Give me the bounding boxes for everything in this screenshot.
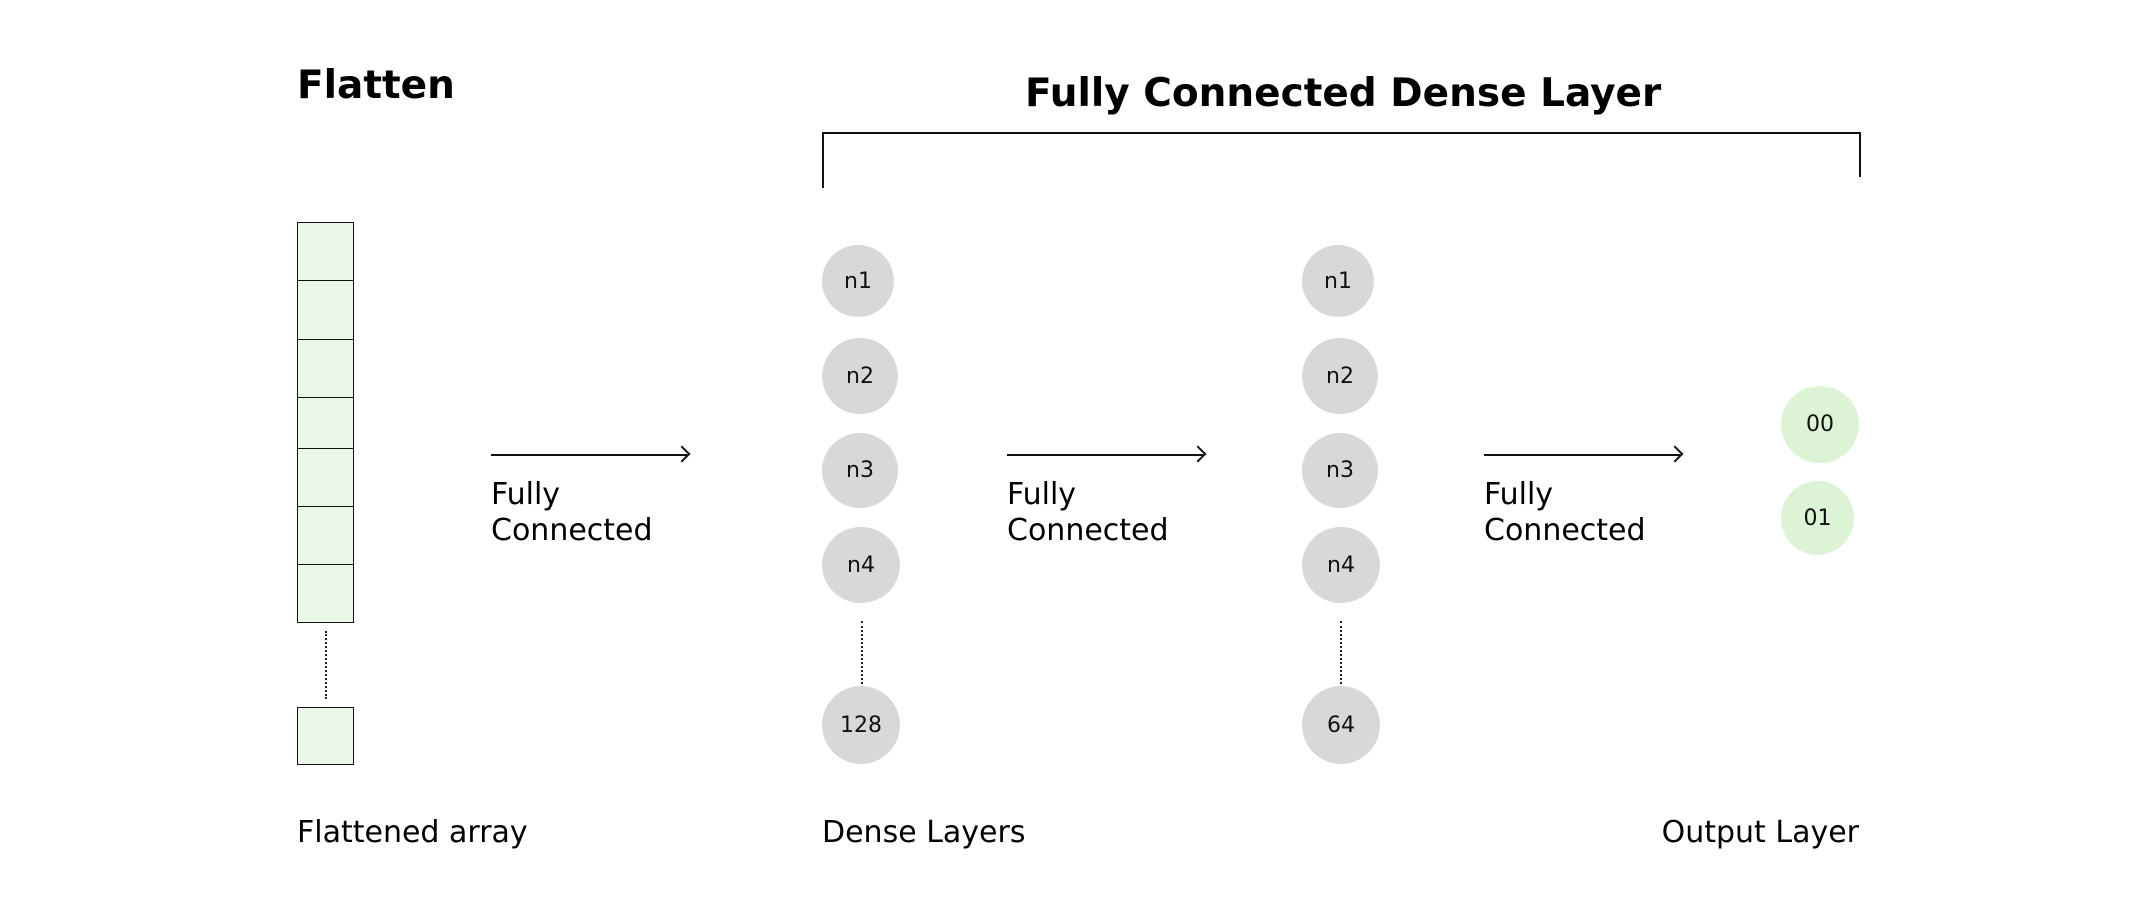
dense-2-node: n3	[1302, 433, 1378, 508]
connection-1-label-line2: Connected	[491, 513, 653, 548]
dense-1-ellipsis	[861, 621, 863, 684]
dense-layers-caption: Dense Layers	[822, 815, 1026, 850]
array-cell-last	[297, 707, 354, 765]
connection-1-label-line1: Fully	[491, 477, 561, 512]
array-cell	[297, 280, 354, 340]
dense-section-title: Fully Connected Dense Layer	[1025, 71, 1662, 116]
output-layer-caption: Output Layer	[1661, 815, 1859, 850]
connection-2-label-line1: Fully	[1007, 477, 1077, 512]
dense-2-node-last: 64	[1302, 686, 1380, 764]
output-node: 01	[1781, 481, 1854, 555]
output-node: 00	[1781, 386, 1859, 463]
flatten-title: Flatten	[297, 63, 455, 108]
bracket-left-tick	[822, 132, 824, 188]
dense-2-node: n2	[1302, 338, 1378, 414]
array-cell	[297, 564, 354, 623]
bracket-top-line	[822, 132, 1861, 134]
array-cell	[297, 397, 354, 449]
connection-3-label-line1: Fully	[1484, 477, 1554, 512]
dense-2-ellipsis	[1340, 621, 1342, 684]
arrow-connection-1	[491, 454, 687, 456]
dense-1-node: n2	[822, 338, 898, 414]
arrow-connection-2	[1007, 454, 1203, 456]
dense-2-node: n4	[1302, 527, 1380, 603]
dense-2-node: n1	[1302, 245, 1374, 317]
array-cell	[297, 506, 354, 565]
dense-1-node: n4	[822, 527, 900, 603]
dense-1-node: n3	[822, 433, 898, 508]
dense-1-node: n1	[822, 245, 894, 317]
connection-2-label-line2: Connected	[1007, 513, 1169, 548]
array-ellipsis	[325, 631, 327, 699]
array-cell	[297, 222, 354, 281]
array-cell	[297, 448, 354, 507]
connection-2-label: Fully Connected	[1007, 477, 1169, 549]
flattened-array-caption: Flattened array	[297, 815, 528, 850]
array-cell	[297, 339, 354, 398]
dense-1-node-last: 128	[822, 686, 900, 764]
connection-3-label: Fully Connected	[1484, 477, 1646, 549]
arrow-connection-3	[1484, 454, 1680, 456]
bracket-right-tick	[1859, 132, 1861, 177]
connection-3-label-line2: Connected	[1484, 513, 1646, 548]
connection-1-label: Fully Connected	[491, 477, 653, 549]
